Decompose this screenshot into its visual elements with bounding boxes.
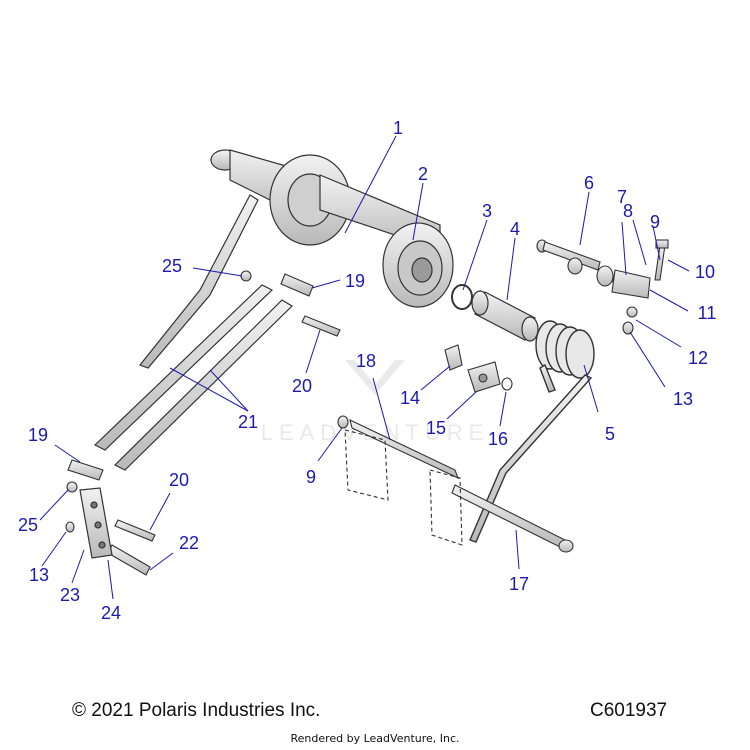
callout-11: 11: [697, 303, 717, 323]
callout-13-right: 13: [672, 389, 694, 409]
callout-20-bottom: 20: [168, 470, 190, 490]
callout-7: 7: [616, 187, 628, 207]
callout-10: 10: [694, 262, 716, 282]
nuts: [65, 270, 252, 533]
rendered-by-text: Rendered by LeadVenture, Inc.: [290, 732, 460, 745]
callout-13-left: 13: [28, 565, 50, 585]
callout-23: 23: [59, 585, 81, 605]
bracket-plate: [79, 487, 113, 559]
rear-axle-housing: [139, 149, 441, 369]
callout-15: 15: [425, 418, 447, 438]
callout-18: 18: [355, 351, 377, 371]
diagram-code: C601937: [590, 700, 668, 721]
bushing-tube: [471, 290, 539, 342]
callout-5: 5: [604, 424, 616, 444]
callout-21: 21: [237, 412, 259, 432]
o-ring: [451, 284, 473, 310]
spacer-block-group: [444, 344, 513, 393]
parts-diagram: LEADVENTURE: [39, 135, 690, 600]
long-shaft: [451, 484, 574, 553]
callout-9-left: 9: [305, 467, 317, 487]
bolts: [107, 315, 341, 576]
callout-6: 6: [583, 173, 595, 193]
callout-3: 3: [481, 201, 493, 221]
callout-24: 24: [100, 603, 122, 623]
bolt-assembly: [536, 239, 669, 335]
callout-22: 22: [178, 533, 200, 553]
callout-25-top: 25: [161, 256, 183, 276]
callout-1: 1: [392, 118, 404, 138]
callout-14: 14: [399, 388, 421, 408]
long-links: [93, 284, 293, 471]
callout-17: 17: [508, 574, 530, 594]
idler-wheel: [382, 222, 454, 308]
callout-20-top: 20: [291, 376, 313, 396]
torsion-spring: [469, 320, 595, 543]
callout-16: 16: [487, 429, 509, 449]
callout-12: 12: [687, 348, 709, 368]
callout-9-top: 9: [649, 212, 661, 232]
leader-lines: [39, 135, 690, 600]
callout-2: 2: [417, 164, 429, 184]
cross-bar-bracket: [337, 415, 463, 546]
pins: [67, 273, 314, 481]
callout-19-left: 19: [27, 425, 49, 445]
callout-4: 4: [509, 219, 521, 239]
callout-8: 8: [622, 201, 634, 221]
copyright-text: © 2021 Polaris Industries Inc.: [72, 700, 321, 721]
callout-19-top: 19: [344, 271, 366, 291]
callout-25-left: 25: [17, 515, 39, 535]
